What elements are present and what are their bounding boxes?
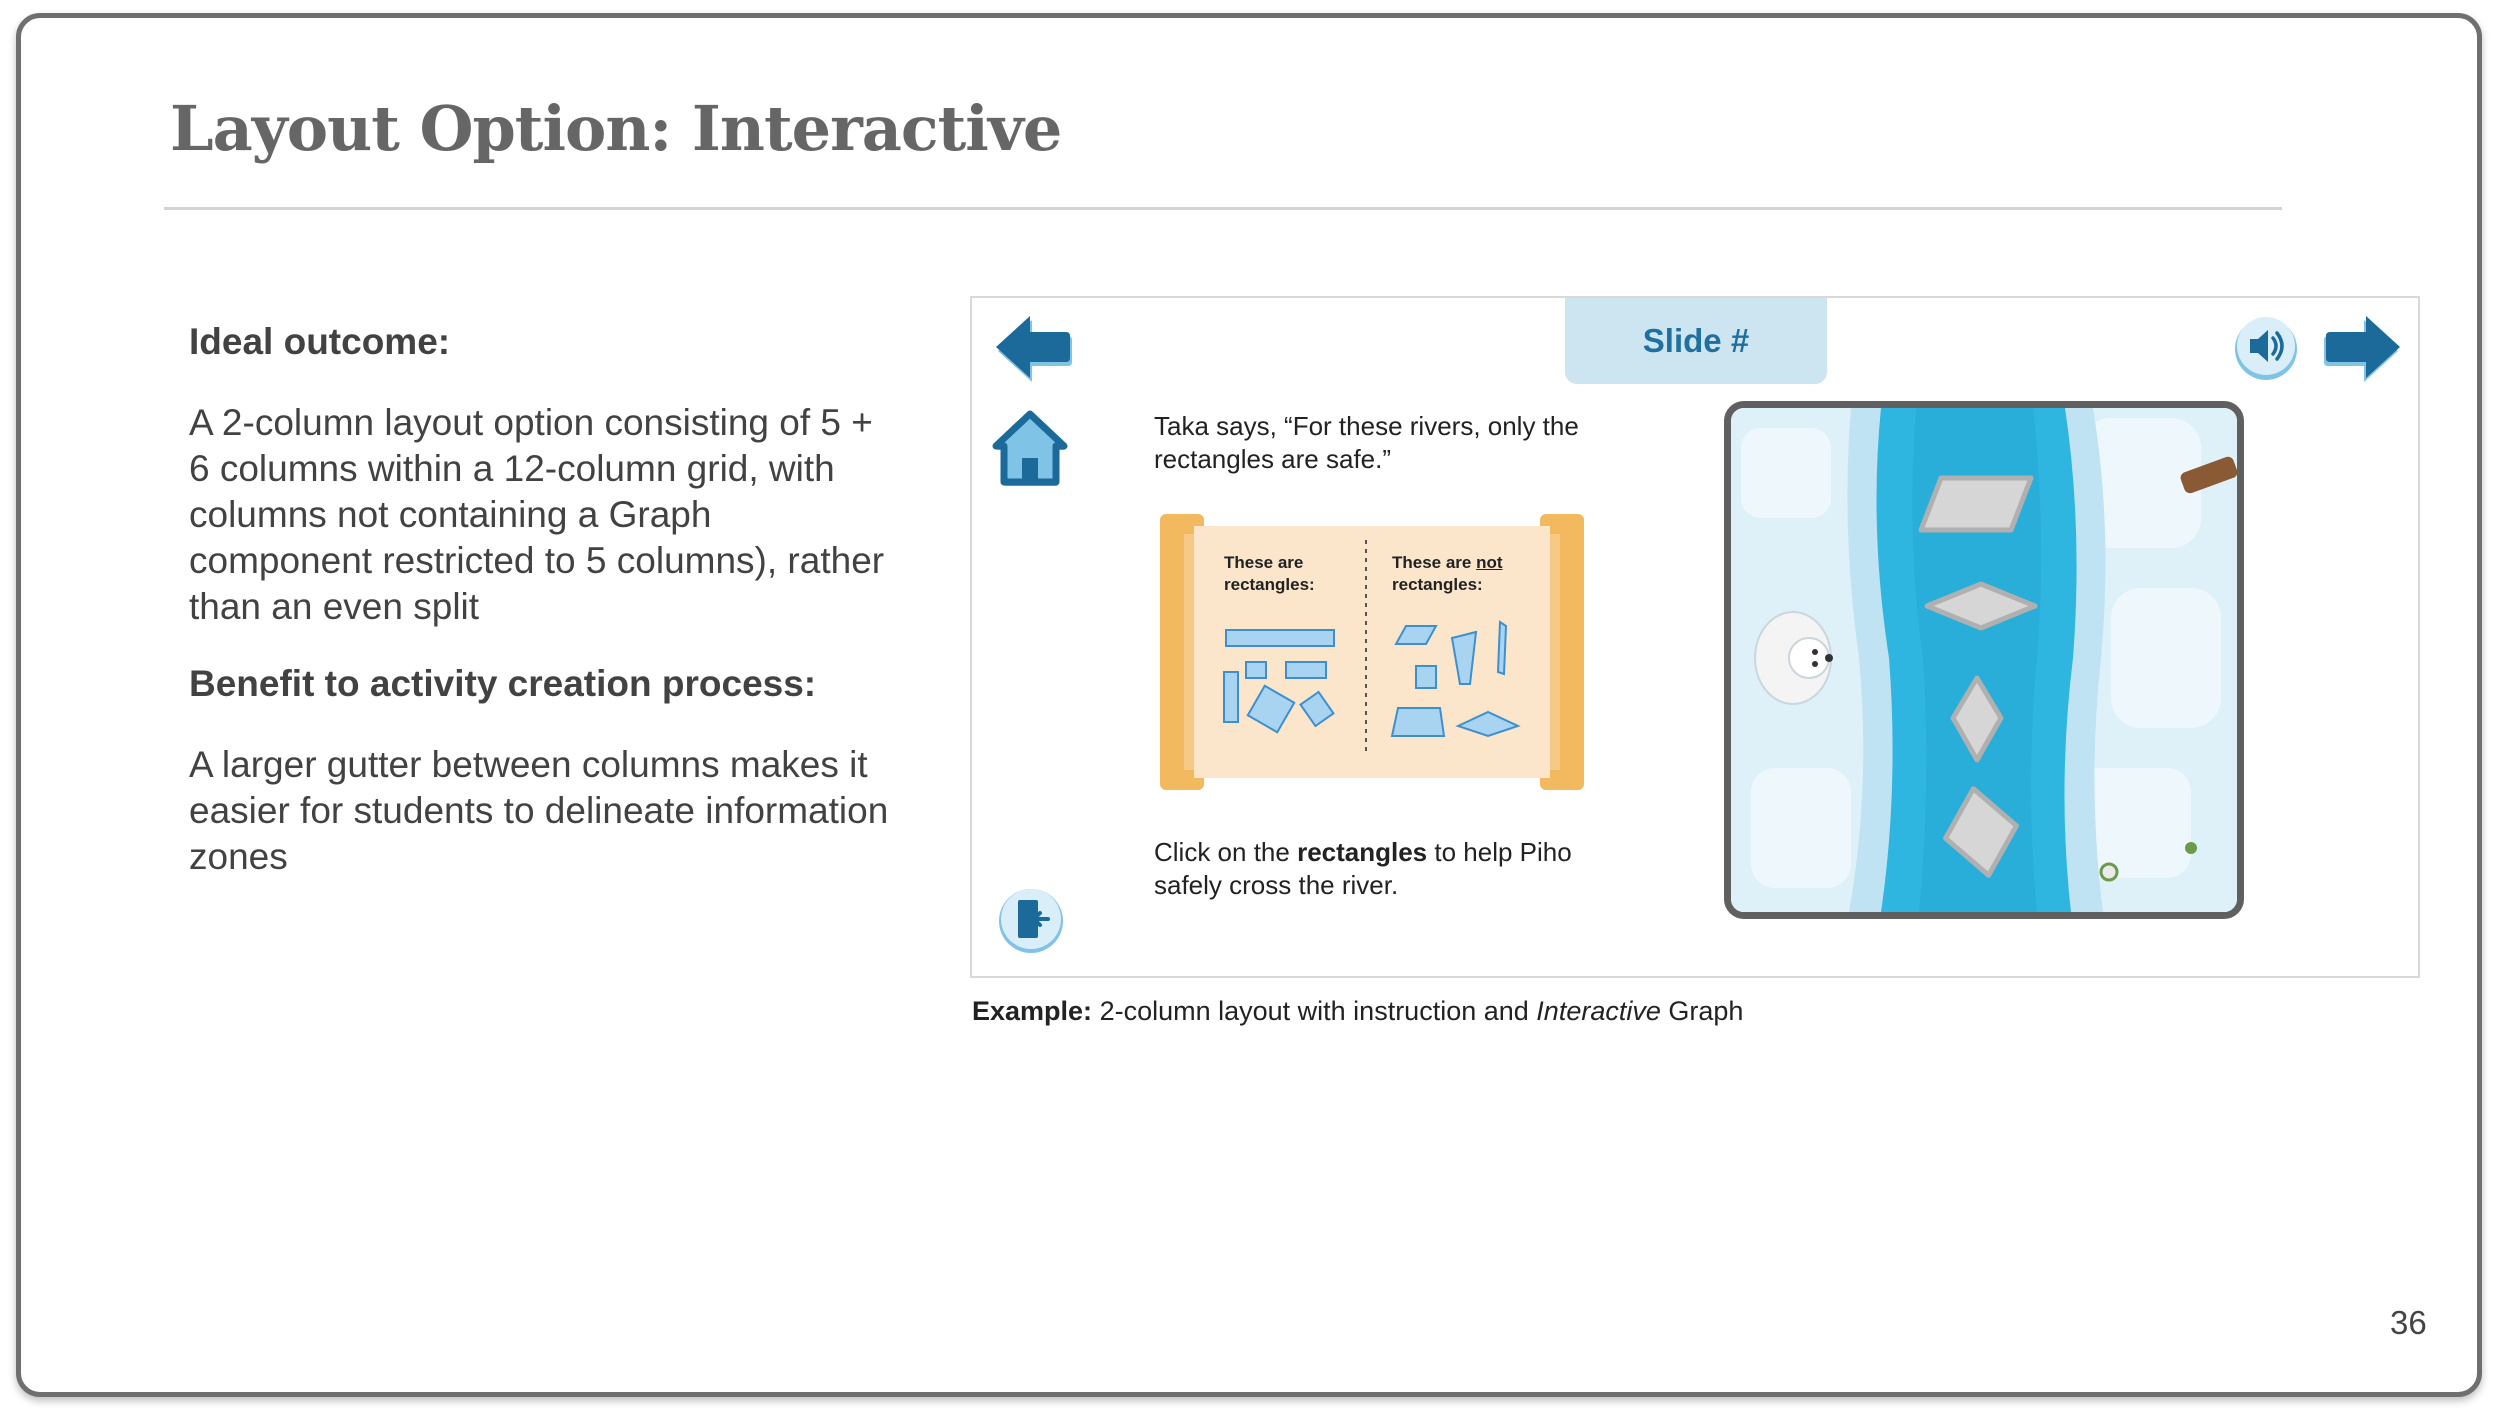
caption-italic: Interactive xyxy=(1536,996,1661,1026)
example-caption: Example: 2-column layout with instructio… xyxy=(972,996,1743,1027)
instruction-bottom: Click on the rectangles to help Piho saf… xyxy=(1154,836,1614,902)
polar-bear xyxy=(1754,611,1833,705)
stone-rotated-square xyxy=(1943,786,2019,878)
interactive-graph[interactable] xyxy=(1724,401,2244,919)
scroll-graphic xyxy=(1160,514,1584,790)
not-rectangles-label: These are not rectangles: xyxy=(1392,552,1522,596)
instruction-bottom-suffix: to help Piho safely cross the river. xyxy=(1154,837,1572,900)
instruction-bottom-prefix: Click on the xyxy=(1154,837,1298,867)
rectangles-label: These are rectangles: xyxy=(1224,553,1315,594)
river-scene xyxy=(1731,408,2237,912)
page-number: 36 xyxy=(2390,1304,2427,1341)
not-emphasis: not xyxy=(1476,553,1503,572)
slide-title: Layout Option: Interactive xyxy=(170,92,1062,165)
caption-text-before: 2-column layout with instruction and xyxy=(1092,996,1537,1026)
home-icon[interactable] xyxy=(990,408,1070,490)
instruction-top: Taka says, “For these rivers, only the r… xyxy=(1154,411,1579,474)
stone-rhombus xyxy=(1924,581,2038,631)
slide-number-tab: Slide # xyxy=(1565,298,1827,384)
rectangle-scroll: These are rectangles: These are not rect… xyxy=(1154,514,1590,790)
instruction-bottom-emph: rectangles xyxy=(1297,837,1428,867)
ideal-outcome-text: A 2-column layout option consisting of 5… xyxy=(189,402,885,627)
forward-arrow-icon[interactable] xyxy=(2322,310,2406,384)
ideal-outcome-heading: Ideal outcome: xyxy=(189,321,451,362)
stone-diamond xyxy=(1950,675,2004,763)
title-divider xyxy=(164,207,2282,210)
example-screenshot: Slide # Taka says, “For these rivers, on… xyxy=(970,296,2420,978)
caption-text-after: Graph xyxy=(1660,996,1744,1026)
not-rectangles-prefix: These are xyxy=(1392,553,1477,572)
exit-icon[interactable] xyxy=(996,886,1066,956)
benefit-text: A larger gutter between columns makes it… xyxy=(189,744,889,877)
speaker-icon[interactable] xyxy=(2232,312,2300,382)
back-arrow-icon[interactable] xyxy=(990,310,1074,384)
stone-parallelogram xyxy=(1918,475,2034,533)
benefit-heading: Benefit to activity creation process: xyxy=(189,663,817,704)
description-column: Ideal outcome: A 2-column layout option … xyxy=(189,320,889,880)
not-rectangles-suffix: rectangles: xyxy=(1392,575,1483,594)
caption-bold: Example: xyxy=(972,996,1093,1026)
